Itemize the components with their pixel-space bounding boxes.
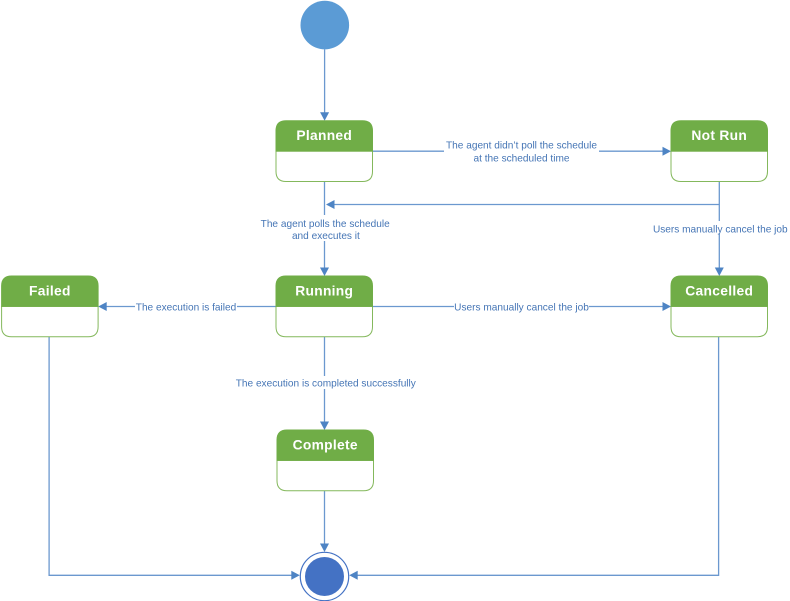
svg-text:Users manually cancel the job: Users manually cancel the job	[454, 302, 589, 313]
svg-text:Cancelled: Cancelled	[685, 283, 753, 298]
svg-text:and executes it: and executes it	[292, 231, 360, 242]
svg-text:Users manually cancel the job: Users manually cancel the job	[653, 224, 788, 235]
svg-text:at the scheduled time: at the scheduled time	[474, 153, 570, 164]
svg-text:Not Run: Not Run	[691, 128, 747, 143]
svg-text:Complete: Complete	[293, 437, 358, 452]
svg-text:Running: Running	[295, 283, 353, 298]
svg-text:The execution is completed suc: The execution is completed successfully	[236, 379, 417, 390]
svg-text:The agent polls the schedule: The agent polls the schedule	[261, 219, 390, 230]
svg-text:Planned: Planned	[296, 128, 352, 143]
svg-text:The execution is failed: The execution is failed	[136, 302, 236, 313]
svg-text:The agent didn’t poll the sche: The agent didn’t poll the schedule	[446, 140, 597, 151]
svg-text:Failed: Failed	[29, 283, 71, 298]
